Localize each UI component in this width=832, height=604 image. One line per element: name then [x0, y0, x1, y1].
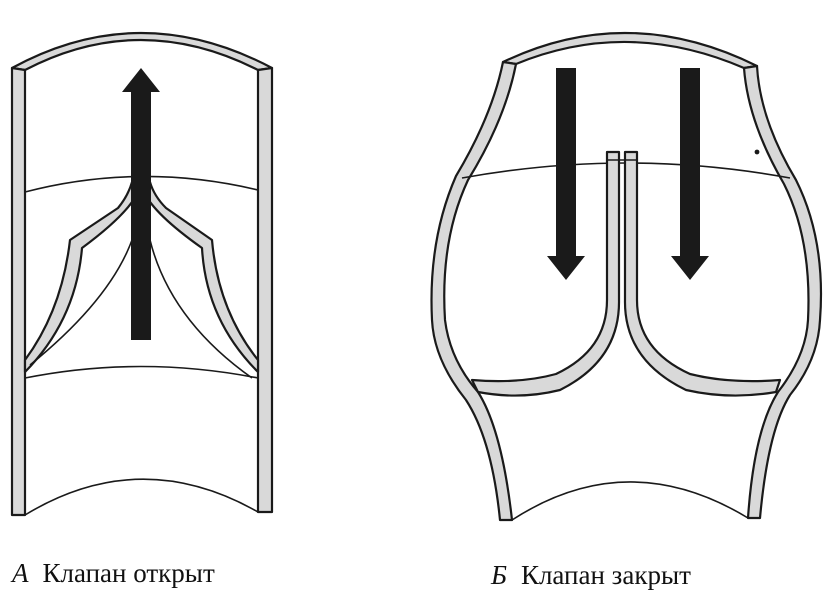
caption-panel-b: Б Клапан закрыт	[491, 560, 691, 591]
cusp-a-right	[142, 180, 260, 374]
caption-b-letter: Б	[491, 560, 507, 590]
vein-b-left-wall	[430, 60, 518, 522]
caption-a-text: Клапан открыт	[42, 558, 215, 588]
speck-mark	[754, 149, 760, 155]
panel-b-closed-valve	[430, 31, 823, 522]
vein-b-bottom-edge	[511, 481, 749, 521]
panel-a-open-valve	[10, 32, 274, 517]
caption-b-text: Клапан закрыт	[520, 560, 691, 590]
vein-a-bottom-edge	[24, 478, 259, 516]
cusp-a-right-edge	[149, 239, 253, 379]
vein-a-top-rim	[10, 32, 274, 72]
cusp-a-left	[23, 180, 140, 374]
cusp-b-right	[623, 150, 782, 397]
caption-a-letter: А	[12, 558, 29, 588]
cusp-b-left	[470, 150, 621, 397]
arrow-down-left-icon	[547, 68, 585, 280]
vein-a-right-wall	[256, 66, 274, 514]
vein-b-right-wall	[742, 64, 823, 520]
vein-a-lower-line	[24, 365, 259, 379]
arrow-down-right-icon	[671, 68, 709, 280]
arrow-up-icon	[122, 68, 160, 340]
cusp-a-left-edge	[29, 239, 133, 366]
vein-b-top-rim	[501, 31, 759, 70]
caption-panel-a: А Клапан открыт	[12, 558, 215, 589]
vein-a-left-wall	[10, 66, 27, 517]
